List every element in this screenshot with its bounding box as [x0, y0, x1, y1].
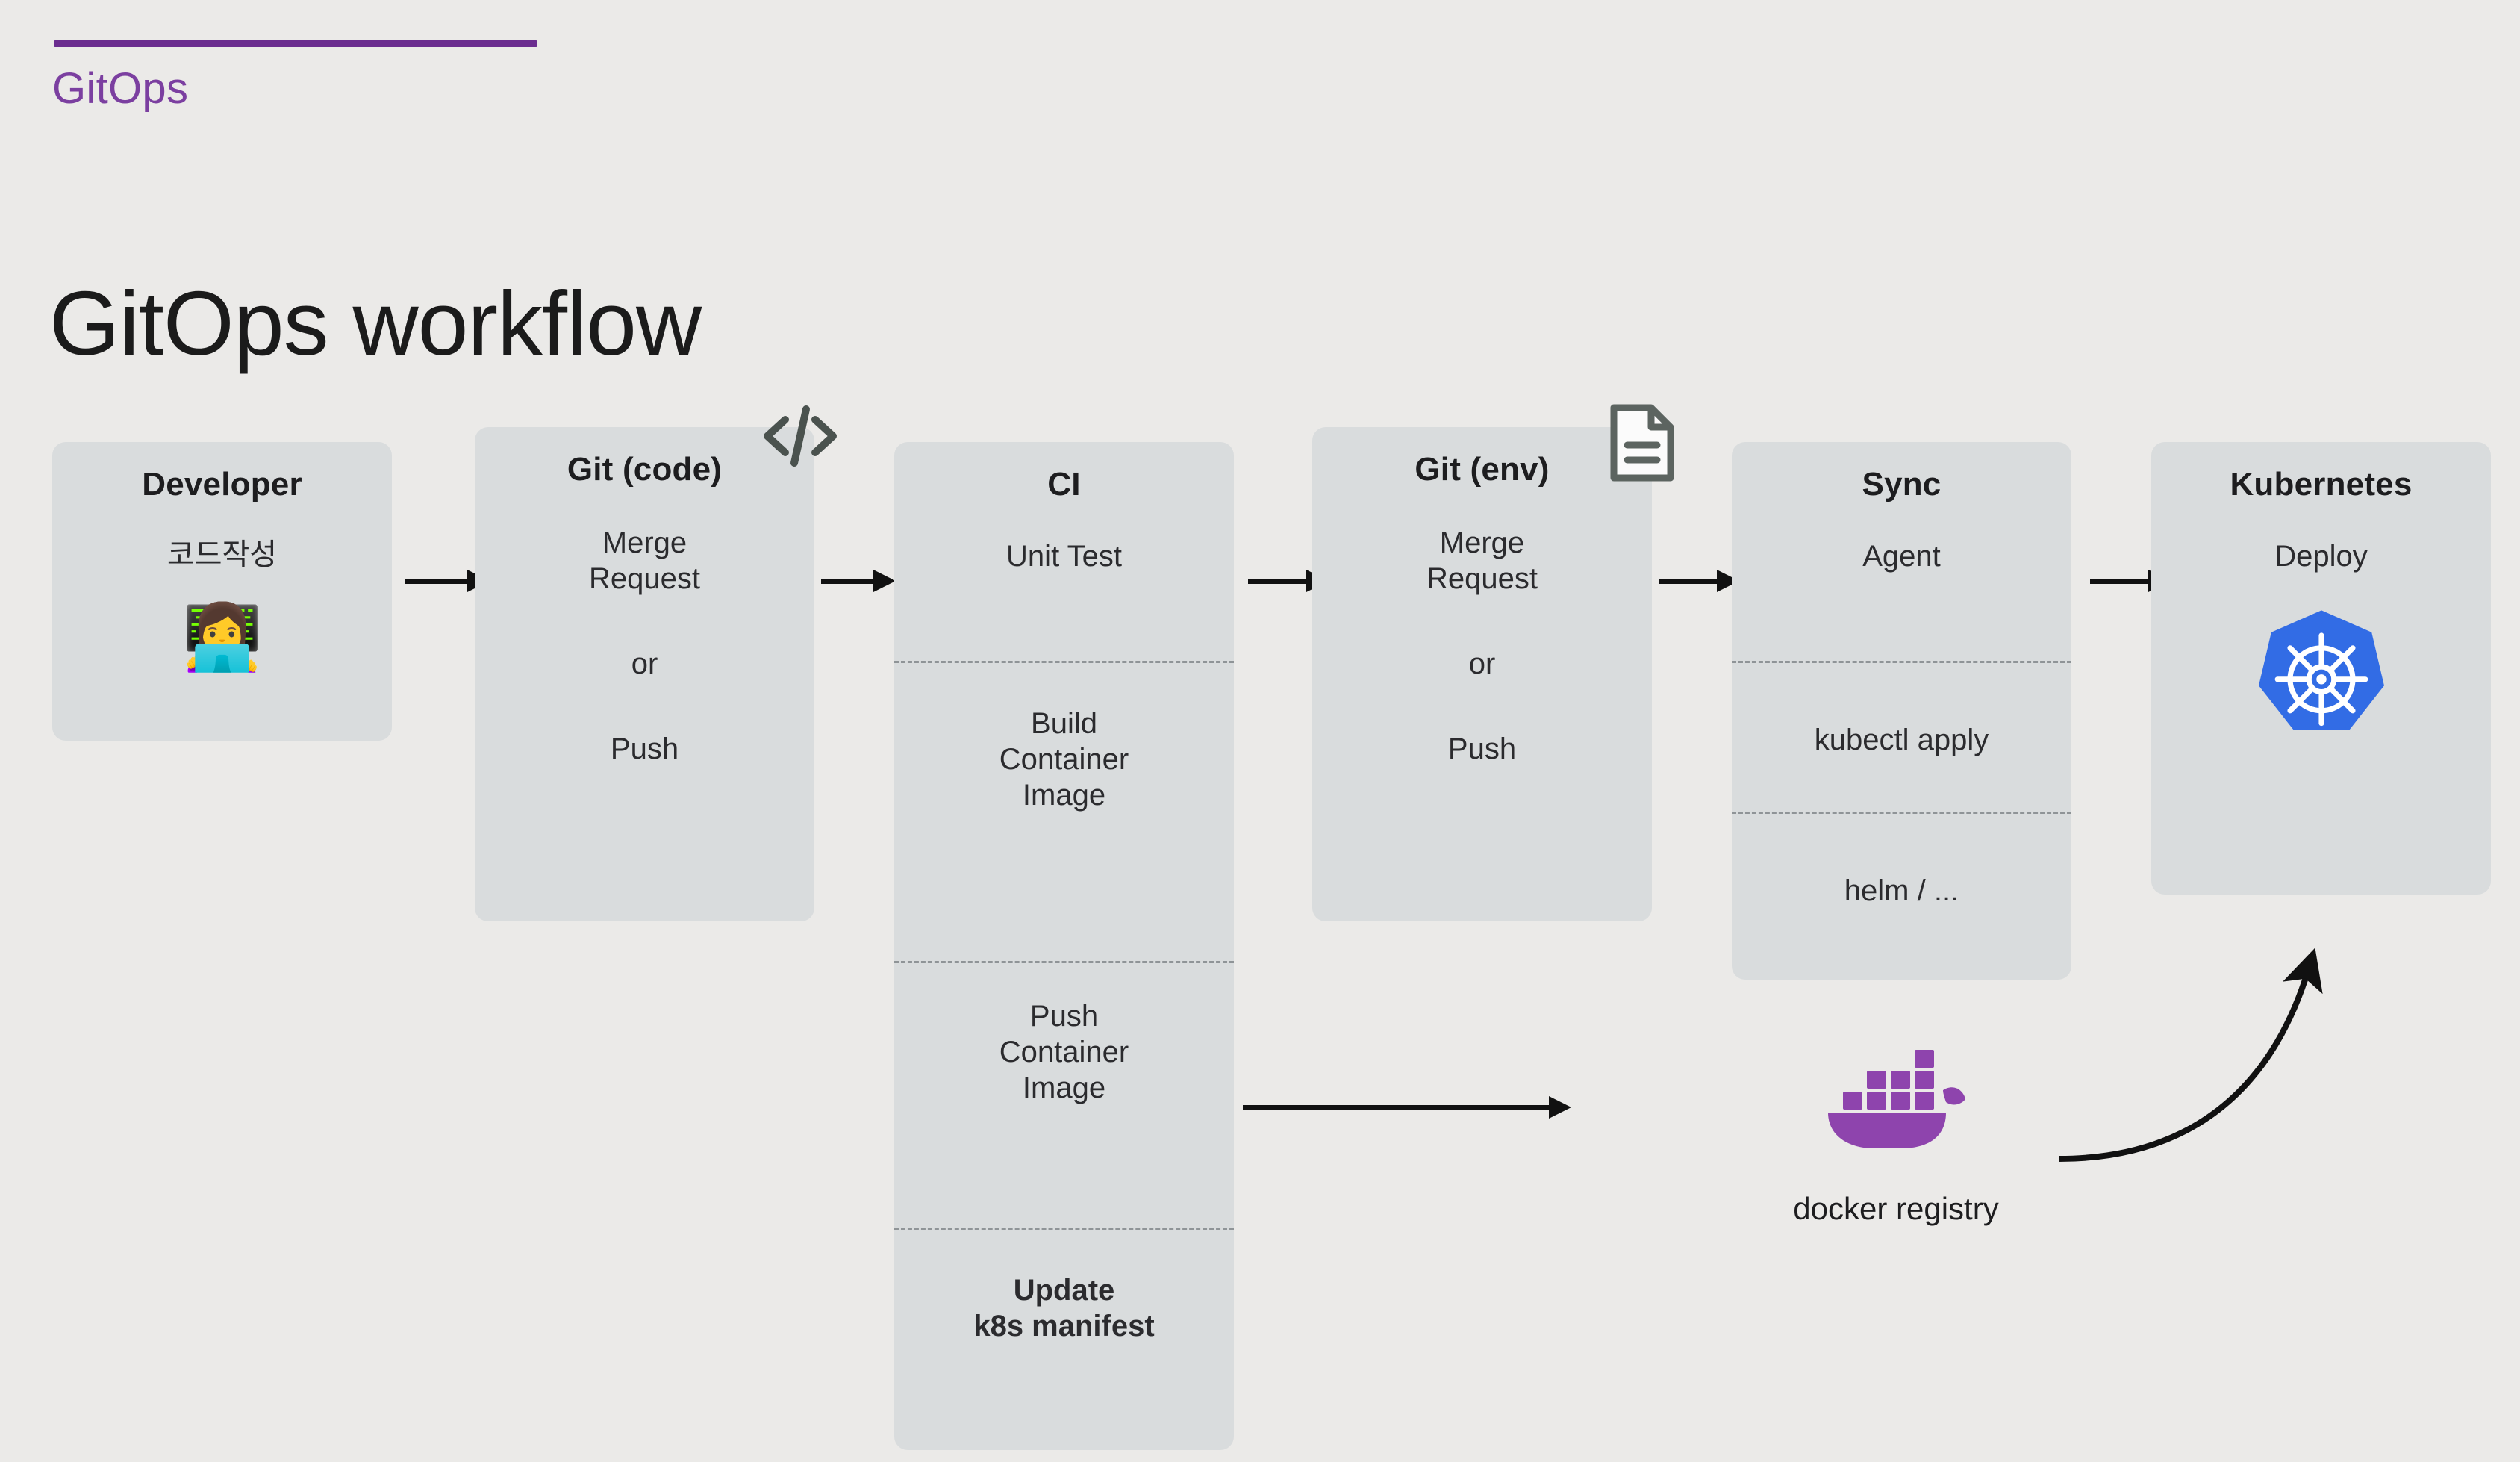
node-sync[interactable]: Sync Agent kubectl apply helm / ...: [1732, 442, 2071, 980]
node-developer-title: Developer: [142, 466, 302, 503]
node-ci-separator-1: [894, 661, 1234, 663]
node-git-env[interactable]: Git (env) Merge Request or Push: [1312, 427, 1652, 921]
node-developer[interactable]: Developer 코드작성 👩‍💻: [52, 442, 392, 741]
node-kubernetes-line-1: Deploy: [2274, 540, 2368, 573]
node-ci-seg3-line-2: Container: [999, 1036, 1129, 1068]
node-git-env-line-4: or: [1468, 647, 1496, 681]
arrow-shaft: [1659, 579, 1718, 584]
woman-technologist-emoji: 👩‍💻: [181, 602, 263, 674]
node-git-code-title: Git (code): [567, 451, 723, 488]
node-git-env-line-6: Push: [1447, 732, 1517, 766]
arrow-shaft: [821, 579, 875, 584]
node-sync-separator-1: [1732, 661, 2071, 663]
node-ci-title: CI: [1047, 466, 1081, 503]
document-icon: [1610, 404, 1674, 482]
node-ci-seg2-line-3: Image: [1022, 779, 1106, 812]
node-sync-title: Sync: [1862, 466, 1942, 503]
eyebrow-label: GitOps: [52, 64, 189, 113]
arrow-shaft: [405, 579, 469, 584]
node-git-code-line-4: or: [631, 647, 658, 681]
node-sync-seg2-line-1: kubectl apply: [1814, 724, 1989, 756]
node-git-env-line-2: Request: [1426, 562, 1538, 596]
node-ci-seg4-line-1: Update: [1013, 1274, 1115, 1307]
registry-label: docker registry: [1793, 1191, 1999, 1226]
node-ci-separator-2: [894, 961, 1234, 963]
node-ci-seg1-line-1: Unit Test: [1006, 540, 1122, 573]
arrow-git-env-to-sync: [1659, 570, 1741, 592]
arrow-shaft: [1248, 579, 1308, 584]
node-ci-seg3-line-1: Push: [1029, 1000, 1099, 1033]
node-git-code-line-1: Merge: [602, 526, 687, 560]
node-git-code-line-6: Push: [610, 732, 679, 766]
node-sync-seg3-line-1: helm / ...: [1844, 874, 1959, 907]
node-ci-separator-3: [894, 1228, 1234, 1230]
node-ci-seg2-line-2: Container: [999, 743, 1129, 776]
node-git-code[interactable]: Git (code) Merge Request or Push: [475, 427, 814, 921]
arrow-shaft: [2090, 579, 2150, 584]
node-kubernetes[interactable]: Kubernetes Deploy: [2151, 442, 2491, 895]
accent-bar: [54, 40, 537, 47]
node-ci-seg3-line-3: Image: [1022, 1071, 1106, 1104]
code-brackets-icon: [764, 405, 837, 467]
node-ci[interactable]: CI Unit Test Build Container Image Push …: [894, 442, 1234, 1450]
node-sync-seg1-line-1: Agent: [1862, 540, 1941, 573]
arrow-git-code-to-ci: [821, 570, 896, 592]
kubernetes-logo: [2258, 610, 2384, 730]
node-kubernetes-title: Kubernetes: [2230, 466, 2413, 503]
arrow-ci-push-image-to-registry: [1243, 1096, 1571, 1119]
arrow-head: [1549, 1096, 1571, 1119]
node-developer-line-1: 코드작성: [166, 538, 278, 572]
arrow-head: [873, 570, 896, 592]
node-git-env-title: Git (env): [1415, 451, 1550, 488]
node-ci-seg4-line-2: k8s manifest: [973, 1310, 1155, 1343]
page-title: GitOps workflow: [49, 272, 702, 374]
node-sync-separator-2: [1732, 812, 2071, 814]
node-git-code-line-2: Request: [589, 562, 700, 596]
node-git-env-line-1: Merge: [1439, 526, 1525, 560]
arrow-registry-to-kubernetes: [2058, 948, 2323, 1162]
arrow-shaft: [1243, 1105, 1550, 1110]
node-ci-seg2-line-1: Build: [1031, 707, 1097, 740]
docker-whale-logo: [1828, 1050, 1965, 1148]
